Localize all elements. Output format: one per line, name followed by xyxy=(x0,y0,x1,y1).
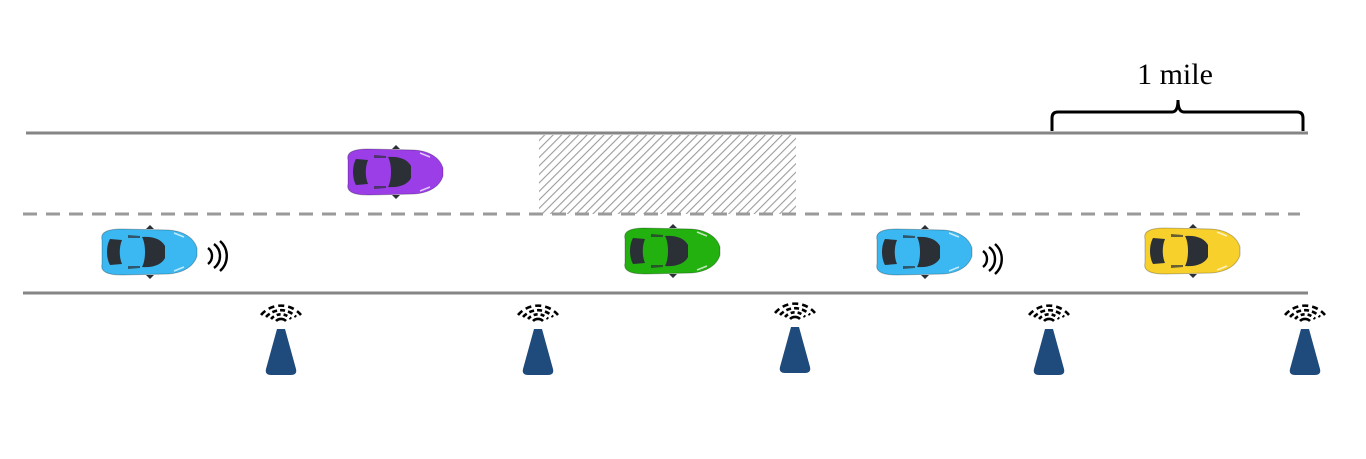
signal-waves-icon xyxy=(206,239,228,273)
lane-obstacle-zone xyxy=(539,135,796,214)
yellow-car xyxy=(1143,223,1241,279)
scale-brace xyxy=(1050,99,1305,131)
blue-car-2 xyxy=(875,224,973,280)
roadside-unit-tower-icon xyxy=(1283,304,1327,377)
roadside-unit-tower-icon xyxy=(1027,304,1071,377)
signal-waves-icon xyxy=(981,242,1003,276)
blue-car-1 xyxy=(100,224,198,280)
green-car xyxy=(623,223,721,279)
purple-car xyxy=(346,144,444,200)
scale-label: 1 mile xyxy=(1137,58,1213,91)
roadside-unit-tower-icon xyxy=(773,302,817,375)
roadside-unit-tower-icon xyxy=(259,304,303,377)
roadside-unit-tower-icon xyxy=(516,304,560,377)
